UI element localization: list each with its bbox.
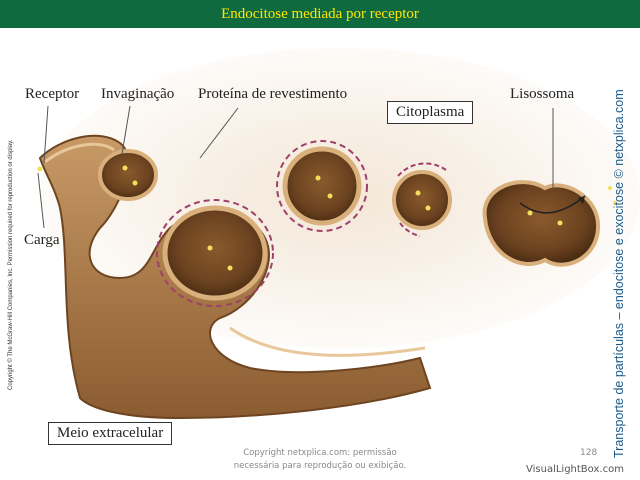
copyright-side-note: Copyright © The McGraw-Hill Companies, I… [8, 139, 14, 390]
transport-arrow [519, 195, 586, 214]
label-citoplasma: Citoplasma [387, 101, 474, 124]
watermark: VisualLightBox.com [526, 464, 624, 475]
label-receptor: Receptor [25, 86, 80, 102]
lysosome [482, 180, 601, 267]
uncoating-vesicle [392, 170, 452, 230]
footer-copyright: Copyright netxplica.com: permissão neces… [200, 447, 440, 473]
coated-vesicle [282, 146, 362, 226]
label-lisossoma: Lisossoma [510, 86, 575, 102]
footer-line-1: Copyright netxplica.com: permissão [243, 448, 397, 458]
endocytosis-illustration [37, 48, 640, 420]
label-proteina: Proteína de revestimento [198, 86, 348, 102]
slide-title: Endocitose mediada por receptor [221, 6, 419, 22]
footer-line-2: necessária para reprodução ou exibição. [233, 461, 407, 471]
label-pointers [37, 105, 554, 229]
membrane-inner-line [44, 142, 115, 164]
label-carga: Carga [24, 232, 60, 248]
side-caption: Transporte de partículas – endocitose e … [612, 89, 626, 458]
invagination-pit [98, 149, 158, 201]
title-bar [0, 0, 640, 28]
label-meio-extracelular: Meio extracelular [48, 422, 173, 445]
coated-pit [162, 205, 268, 301]
page-number: 128 [580, 448, 598, 458]
label-invaginacao: Invaginação [101, 86, 175, 102]
cargo-particles [37, 165, 617, 271]
